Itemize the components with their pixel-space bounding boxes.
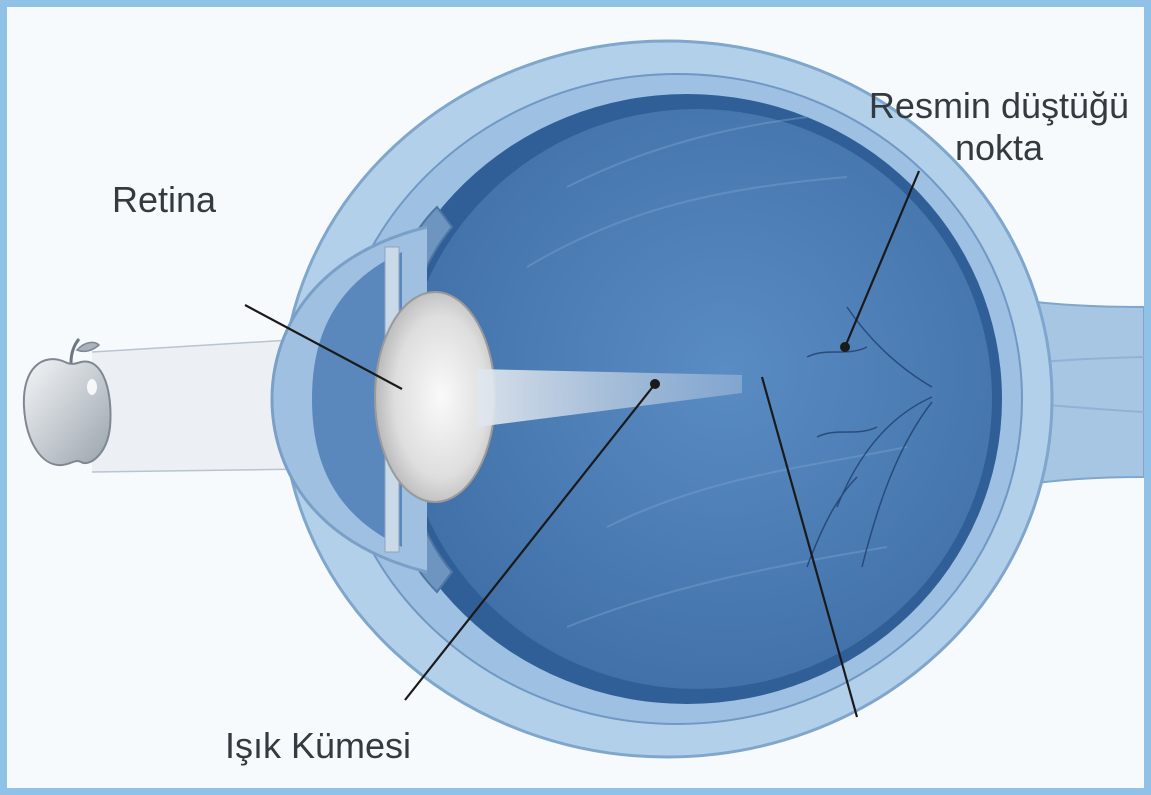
retina-label: Retina [112, 179, 216, 221]
image-point-marker [840, 342, 850, 352]
image-point-label-line2: nokta [839, 127, 1151, 169]
focus-point-marker [650, 379, 660, 389]
image-point-label-line1: Resmin düştüğü [839, 85, 1151, 127]
light-cluster-label: Işık Kümesi [225, 725, 411, 767]
image-point-label: Resmin düştüğü nokta [839, 85, 1151, 169]
